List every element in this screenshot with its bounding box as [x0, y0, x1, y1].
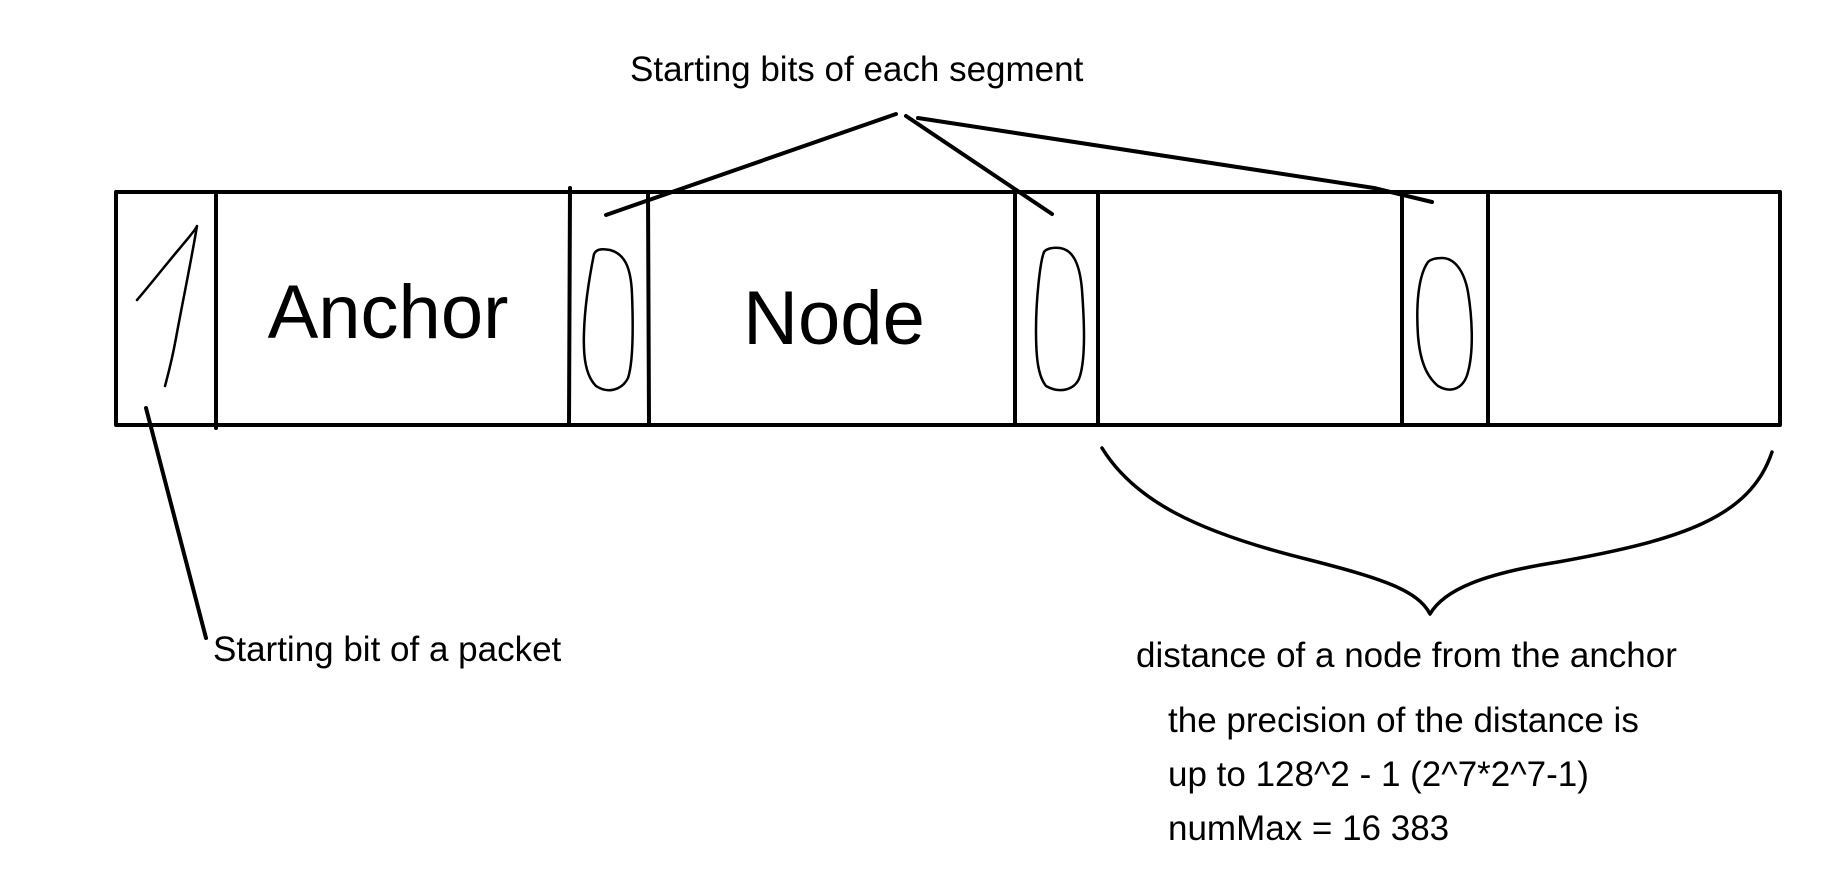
node-field-label: Node	[743, 276, 925, 361]
divider-anchor-end	[567, 186, 572, 427]
segment-bit-anchor-glyph: 0	[582, 247, 635, 392]
pointer-line-distance-bit	[916, 116, 1434, 204]
precision-line-2: up to 128^2 - 1 (2^7*2^7-1)	[1168, 755, 1589, 794]
start-bit-glyph: 1	[135, 224, 199, 388]
pointer-line-packet-bit	[144, 406, 208, 640]
packet-frame	[114, 190, 1782, 427]
pointer-line-anchor-bit	[604, 112, 898, 217]
precision-line-1: the precision of the distance is	[1168, 701, 1639, 740]
precision-line-3: numMax = 16 383	[1168, 809, 1449, 848]
segment-starting-bits-label: Starting bits of each segment	[630, 50, 1084, 89]
segment-bit-distance-glyph: 0	[1416, 256, 1473, 391]
segment-bit-node-glyph: 0	[1034, 246, 1086, 392]
anchor-field-label: Anchor	[268, 270, 509, 355]
packet-starting-bit-label: Starting bit of a packet	[213, 630, 562, 669]
distance-label: distance of a node from the anchor	[1136, 636, 1677, 675]
distance-brace	[1100, 446, 1774, 616]
divider-node-start	[646, 190, 651, 427]
pointer-line-node-bit	[904, 114, 1054, 216]
